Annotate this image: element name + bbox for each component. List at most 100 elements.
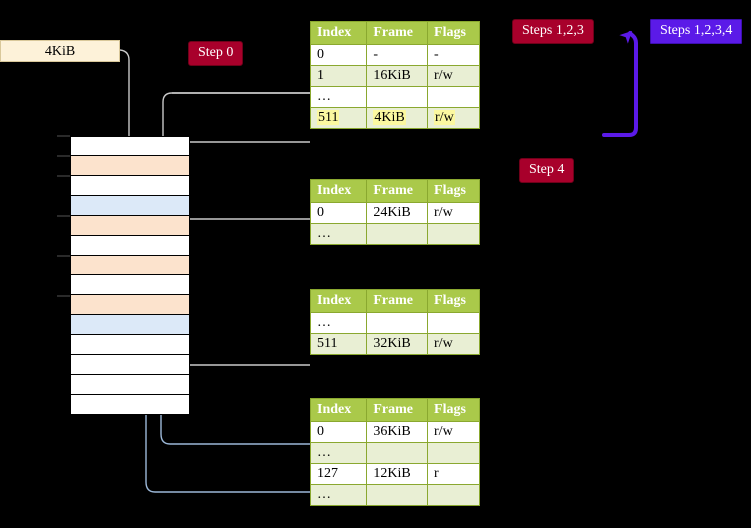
frame-size-box: 4KiB <box>0 40 120 62</box>
memory-frame-row <box>70 175 190 196</box>
table-cell: 1 <box>309 65 368 87</box>
ellipsis-text: … <box>317 89 332 104</box>
table-row: … <box>309 86 480 108</box>
table-cell: 511 <box>309 333 368 355</box>
table-row: … <box>309 442 480 464</box>
table-cell: r/w <box>427 333 480 355</box>
table-cell <box>427 86 480 108</box>
table-cell: 32KiB <box>366 333 429 355</box>
memory-frame-row <box>70 255 190 276</box>
table-cell <box>366 86 429 108</box>
table-cell: 4KiB <box>366 107 429 129</box>
table-row: … <box>309 312 480 334</box>
table-row: 511 4KiB r/w <box>309 107 480 129</box>
badge-steps-1234: Steps 1,2,3,4 <box>650 19 743 44</box>
table-cell: 12KiB <box>366 463 429 485</box>
badge-steps-123: Steps 1,2,3 <box>512 19 594 44</box>
table-cell <box>366 484 429 506</box>
column-header-frame: Frame <box>366 289 429 313</box>
frame-size-label: 4KiB <box>44 44 76 59</box>
wire-table2-511-to-memory <box>165 322 310 366</box>
column-header-flags: Flags <box>427 398 480 422</box>
table-cell <box>366 442 429 464</box>
column-header-frame: Frame <box>366 21 429 45</box>
highlighted-value: r/w <box>434 110 455 125</box>
memory-frame-row <box>70 195 190 216</box>
memory-tick-marks <box>57 135 70 297</box>
table-cell: 511 <box>309 107 368 129</box>
table-row: … <box>309 484 480 506</box>
badge-step-0-label: Step 0 <box>198 45 234 60</box>
column-header-index: Index <box>309 289 368 313</box>
ellipsis-text: … <box>317 445 332 460</box>
steps-1234-bracket-arrow <box>602 30 638 137</box>
wire-4kib-to-memory <box>119 49 136 152</box>
highlighted-value: 511 <box>317 110 340 125</box>
column-header-index: Index <box>309 21 368 45</box>
memory-frame-row <box>70 155 190 176</box>
wire-table0-511-to-memory <box>170 141 310 222</box>
table-cell <box>427 312 480 334</box>
table-cell: … <box>309 442 368 464</box>
ellipsis-text: … <box>317 487 332 502</box>
table-cell: r/w <box>427 202 480 224</box>
ellipsis-text: … <box>317 315 332 330</box>
memory-frame-row <box>70 355 190 376</box>
column-header-frame: Frame <box>366 398 429 422</box>
table-row: … <box>309 223 480 245</box>
column-header-index: Index <box>309 179 368 203</box>
table-row: 0-- <box>309 44 480 66</box>
badge-steps-123-label: Steps 1,2,3 <box>522 23 584 38</box>
table-cell <box>366 312 429 334</box>
badge-step-0: Step 0 <box>188 41 244 66</box>
table-cell: - <box>427 44 480 66</box>
memory-frame-row <box>70 394 190 415</box>
badge-step-4: Step 4 <box>519 158 575 183</box>
memory-frame-row <box>70 295 190 316</box>
table-cell: … <box>309 312 368 334</box>
table-cell: 0 <box>309 44 368 66</box>
physical-memory-column <box>70 136 190 415</box>
table-cell <box>366 223 429 245</box>
table-cell: 0 <box>309 202 368 224</box>
table-cell: r/w <box>427 421 480 443</box>
table-cell: 36KiB <box>366 421 429 443</box>
table-cell: 16KiB <box>366 65 429 87</box>
memory-frame-row <box>70 275 190 296</box>
memory-frame-row <box>70 315 190 336</box>
table-cell: 0 <box>309 421 368 443</box>
badge-steps-1234-label: Steps 1,2,3,4 <box>660 23 733 38</box>
column-header-flags: Flags <box>427 179 480 203</box>
table-cell: 24KiB <box>366 202 429 224</box>
column-header-flags: Flags <box>427 289 480 313</box>
column-header-index: Index <box>309 398 368 422</box>
column-header-frame: Frame <box>366 179 429 203</box>
table-cell: … <box>309 223 368 245</box>
table-cell: r <box>427 463 480 485</box>
table-cell: … <box>309 86 368 108</box>
badge-step-4-label: Step 4 <box>529 162 565 177</box>
memory-frame-row <box>70 136 190 156</box>
table-cell: … <box>309 484 368 506</box>
table-cell <box>427 442 480 464</box>
table-cell: 127 <box>309 463 368 485</box>
table-cell: - <box>366 44 429 66</box>
table-cell <box>427 484 480 506</box>
column-header-flags: Flags <box>427 21 480 45</box>
ellipsis-text: … <box>317 226 332 241</box>
memory-frame-row <box>70 215 190 236</box>
